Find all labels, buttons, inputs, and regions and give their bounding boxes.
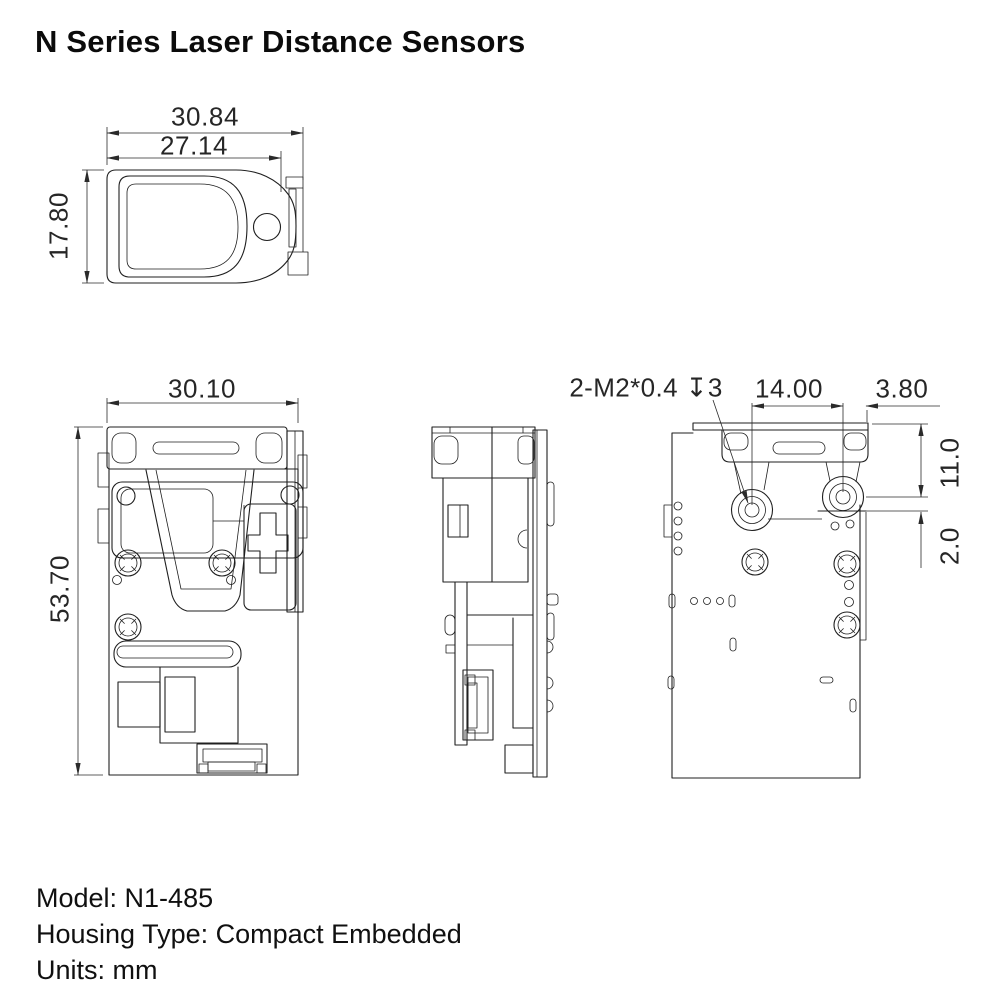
dim-back-hole-spacing [751, 403, 844, 505]
dim-label-top-depth: 17.80 [43, 191, 74, 261]
back-view-drawing [663, 399, 940, 779]
top-view-drawing [82, 127, 309, 284]
back-screw-3 [833, 611, 861, 639]
front-bottom-connector [196, 743, 268, 774]
model-line: Model: N1-485 [36, 883, 214, 913]
dim-top-depth [82, 169, 104, 284]
dim-label-front-height: 53.70 [44, 554, 75, 624]
side-pcb [532, 429, 548, 778]
dim-back-edge-offset [865, 403, 940, 422]
dim-front-height [74, 426, 103, 776]
dim-label-back-top-to-hole: 11.0 [934, 437, 965, 489]
front-screw-3 [114, 613, 142, 641]
front-screw-1 [114, 549, 142, 577]
front-bracket [111, 481, 304, 559]
thread-note-leader [712, 399, 749, 504]
dim-top-inner-width [106, 151, 282, 192]
housing-type-line: Housing Type: Compact Embedded [36, 919, 462, 949]
thread-note-label: 2-M2*0.4 ↧3 [569, 372, 723, 403]
spec-footer: Model: N1-485 Housing Type: Compact Embe… [36, 880, 462, 988]
side-connector [462, 669, 494, 741]
dim-front-width [106, 398, 299, 423]
top-view-connector [285, 176, 309, 276]
dim-back-hole-to-body [866, 510, 928, 568]
back-lens-slot [772, 441, 826, 455]
dim-label-top-inner-width: 27.14 [159, 130, 229, 161]
dim-label-back-hole-to-body: 2.0 [934, 527, 965, 565]
dim-label-back-edge-offset: 3.80 [875, 373, 929, 404]
front-hole-right [280, 485, 300, 505]
dim-label-front-width: 30.10 [167, 373, 237, 404]
front-screw-2 [208, 549, 236, 577]
side-view-drawing [431, 426, 559, 778]
dim-back-top-to-hole [866, 423, 928, 498]
dim-label-top-outer-width: 30.84 [170, 101, 240, 132]
top-view-aux-lens [252, 212, 282, 242]
front-cross-cutout [247, 512, 289, 574]
dim-label-back-hole-spacing: 14.00 [754, 373, 824, 404]
back-screw-2 [833, 550, 861, 578]
front-view-drawing [74, 398, 308, 776]
page-title: N Series Laser Distance Sensors [35, 24, 526, 59]
units-line: Units: mm [36, 955, 158, 985]
front-lens-slot [152, 441, 240, 455]
front-hole-left [116, 486, 136, 506]
back-screw-1 [741, 548, 769, 576]
